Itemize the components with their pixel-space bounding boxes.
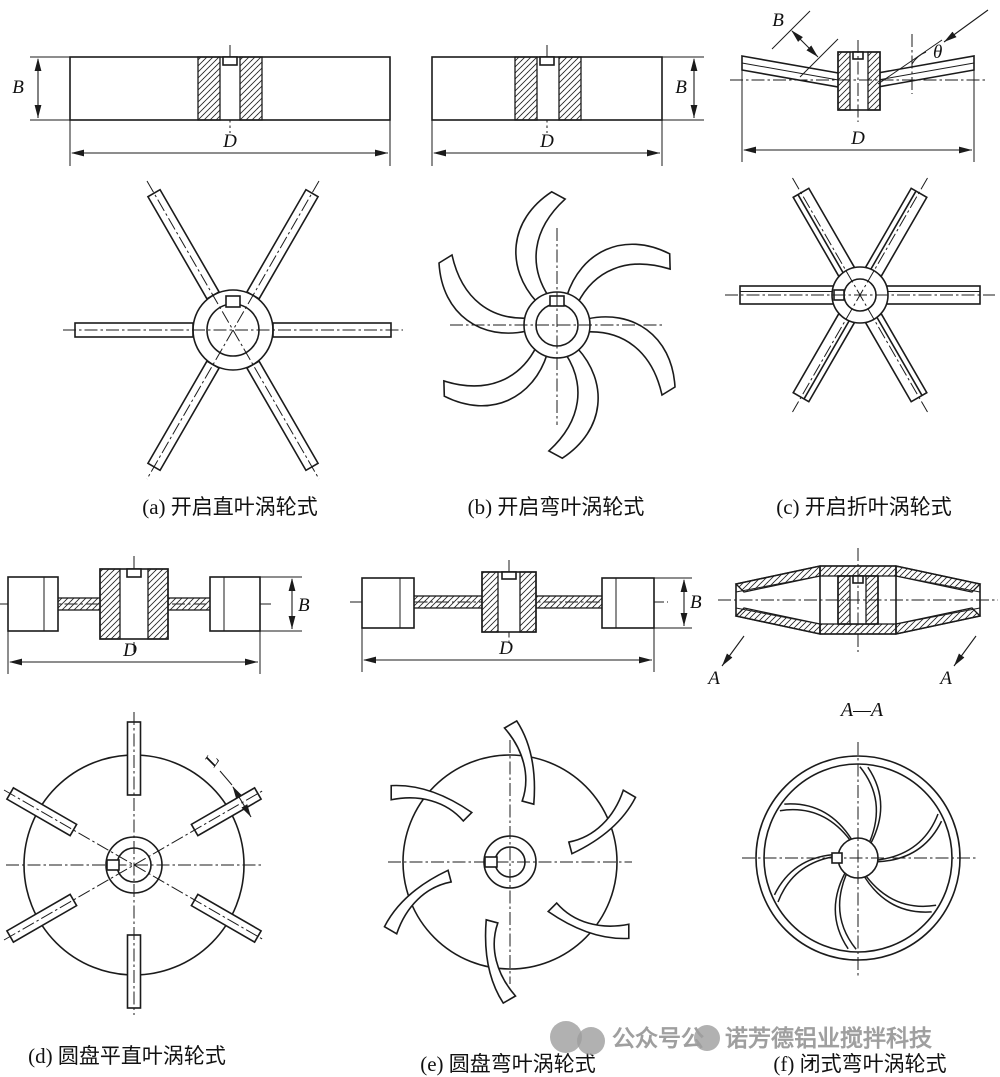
- angle-label-theta: θ: [933, 42, 942, 63]
- keyway: [484, 856, 498, 868]
- dim-label-D: D: [122, 640, 137, 661]
- blade-right: [209, 576, 261, 632]
- panel-b-front-view: [436, 187, 678, 463]
- hub-hatch: [867, 51, 881, 111]
- disc-outline: [402, 754, 618, 970]
- dim-label-B: B: [772, 10, 784, 31]
- caption-b: (b) 开启弯叶涡轮式: [468, 495, 645, 519]
- panel-f-front-view: [742, 742, 976, 976]
- section-arrow-left: [721, 635, 745, 667]
- caption-f: (f) 闭式弯叶涡轮式: [773, 1052, 946, 1076]
- panel-a-front-view: [63, 180, 403, 480]
- panel-f-side-view: A A: [706, 548, 998, 689]
- panel-d-side-view: B D: [0, 556, 310, 674]
- leader-arrow: [943, 9, 989, 43]
- panel-a-side-view: B D: [12, 45, 391, 166]
- dim-label-B: B: [675, 77, 687, 98]
- panel-e: B D (e) 圆盘弯叶涡轮式: [350, 560, 702, 1076]
- hub-outline: [105, 836, 163, 894]
- dim-label-D: D: [222, 131, 237, 152]
- watermark-text-2: 诺芳德铝业搅拌科技: [725, 1025, 933, 1051]
- panel-b: B D (b) 开启弯叶涡轮式: [431, 45, 704, 519]
- watermark: 公众号公 诺芳德铝业搅拌科技: [550, 1021, 933, 1055]
- hub-hatch: [514, 56, 538, 121]
- caption-a: (a) 开启直叶涡轮式: [142, 495, 318, 519]
- hub-outline: [483, 835, 537, 889]
- caption-d: (d) 圆盘平直叶涡轮式: [28, 1044, 226, 1068]
- hub-hatch: [99, 568, 121, 640]
- hub-hatch: [837, 51, 851, 111]
- keyway: [222, 56, 238, 66]
- cut-label-right: A: [938, 668, 952, 689]
- panel-d: B D L (d) 圆盘平直叶涡轮式: [0, 556, 310, 1068]
- keyway: [539, 56, 555, 66]
- hub-outline: [192, 289, 274, 371]
- blade-left: [361, 577, 415, 629]
- watermark-logo-icon: [550, 1021, 582, 1053]
- watermark-logo-icon: [577, 1027, 605, 1055]
- section-arrow-right: [953, 635, 977, 667]
- section-label: A—A: [839, 699, 884, 721]
- keyway: [831, 852, 843, 864]
- panel-c: B θ D (c) 开启折叶涡轮式: [725, 9, 995, 519]
- keyway: [106, 859, 120, 871]
- dim-label-D: D: [850, 128, 865, 149]
- watermark-text-1: 公众号公: [612, 1025, 704, 1051]
- blade-right: [601, 577, 655, 629]
- panel-b-side-view: B D: [431, 45, 704, 166]
- dim-label-B: B: [12, 77, 24, 98]
- panel-e-front-view: [373, 717, 647, 1007]
- hub-hatch: [519, 571, 537, 633]
- dim-label-B: B: [690, 592, 702, 613]
- cut-label-left: A: [706, 668, 720, 689]
- hub-hatch: [239, 56, 263, 121]
- watermark-logo-icon: [694, 1025, 720, 1051]
- dim-label-B: B: [298, 595, 310, 616]
- panel-a: B D (a) 开启直叶涡轮式: [12, 45, 403, 519]
- panel-d-front-view: L: [3, 712, 265, 1015]
- hub-hatch: [481, 571, 499, 633]
- hub-hatch: [558, 56, 582, 121]
- caption-e: (e) 圆盘弯叶涡轮式: [420, 1052, 596, 1076]
- keyway: [225, 295, 241, 308]
- hub-hatch: [147, 568, 169, 640]
- keyway: [501, 571, 517, 580]
- hub-hatch: [197, 56, 221, 121]
- panel-c-side-view: B θ D: [730, 9, 989, 162]
- panel-c-front-view: [725, 177, 995, 413]
- dim-label-D: D: [539, 131, 554, 152]
- panel-f: A A A—A (f) 闭式弯叶涡轮式: [706, 548, 998, 1076]
- panel-e-side-view: B D: [350, 560, 702, 672]
- dim-label-D: D: [498, 638, 513, 659]
- caption-c: (c) 开启折叶涡轮式: [776, 495, 952, 519]
- keyway: [126, 568, 142, 578]
- blade-left: [7, 576, 59, 632]
